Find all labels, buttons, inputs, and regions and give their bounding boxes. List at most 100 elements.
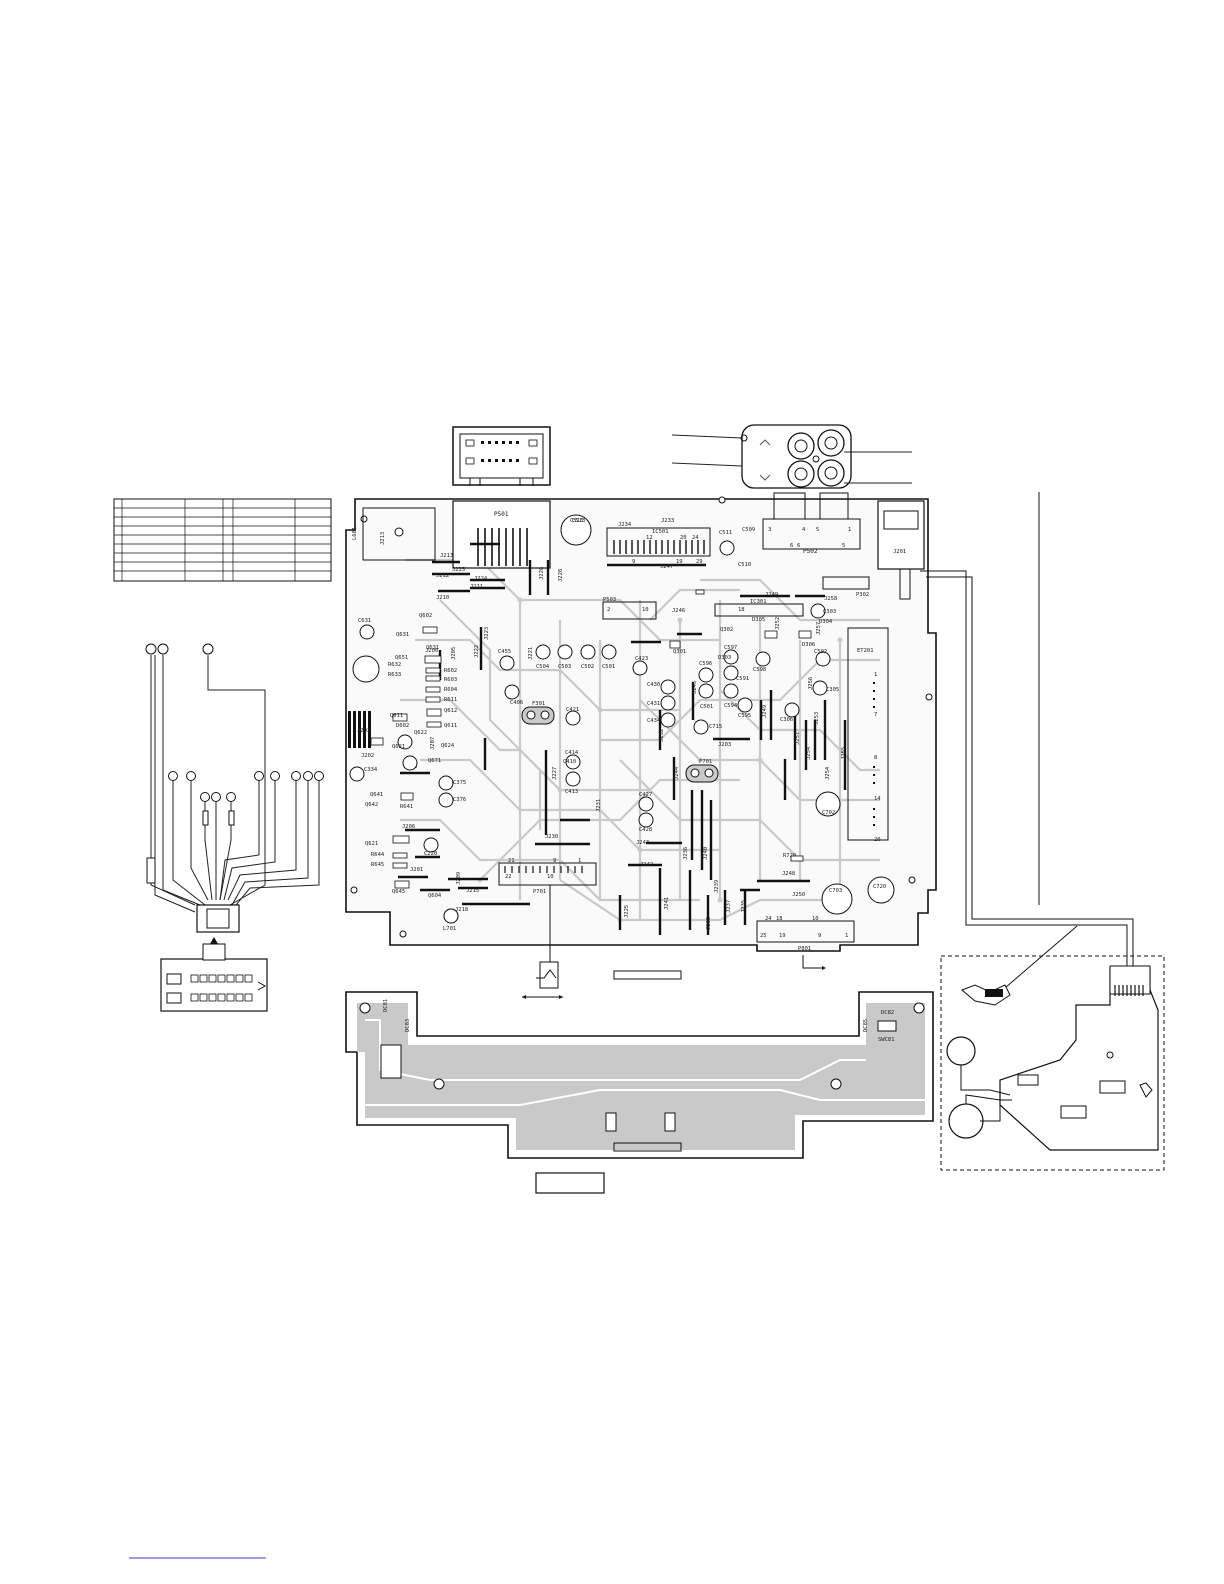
sub-pcb: DC82 SWC81 DC81 DC83 DC85 [345, 991, 934, 1159]
svg-text:J250: J250 [792, 892, 805, 898]
ic501-pin-12: 12 [646, 535, 653, 541]
svg-text:J253: J253 [814, 712, 820, 725]
svg-text:Q612: Q612 [444, 708, 457, 714]
et201-pin-7: 7 [874, 712, 877, 718]
ic501-pin-20: 20 [680, 535, 687, 541]
svg-text:Q624: Q624 [441, 743, 455, 749]
svg-text:C596: C596 [699, 661, 712, 667]
svg-text:J233: J233 [661, 518, 674, 524]
svg-text:J209: J209 [456, 872, 462, 885]
svg-text:J211: J211 [470, 584, 483, 590]
main-pcb: L601 J213 P501 C513 J234 J233 IC501 12 2… [345, 492, 937, 999]
p701-pin-1: 1 [578, 858, 581, 864]
svg-text:C501: C501 [700, 704, 713, 710]
svg-text:D306: D306 [802, 642, 815, 648]
svg-text:C513: C513 [570, 518, 583, 524]
svg-text:J213: J213 [440, 553, 453, 559]
svg-text:C220: C220 [424, 851, 437, 857]
wiring-harness [145, 643, 324, 1012]
svg-text:J223: J223 [484, 627, 490, 640]
svg-text:R604: R604 [444, 687, 458, 693]
svg-text:J235: J235 [741, 900, 747, 913]
svg-text:J239: J239 [714, 880, 720, 893]
svg-text:Q645: Q645 [392, 889, 405, 895]
svg-text:Q611: Q611 [444, 723, 457, 729]
svg-text:J200: J200 [425, 648, 438, 654]
title-box [535, 1172, 605, 1194]
svg-text:J257: J257 [816, 622, 822, 635]
p502-pin-1: 1 [848, 527, 851, 533]
svg-text:C594: C594 [724, 703, 738, 709]
p701-pin-22: 22 [505, 874, 512, 880]
p801-pin-9: 9 [818, 933, 821, 939]
svg-text:J202: J202 [361, 753, 374, 759]
svg-text:J240: J240 [703, 847, 709, 860]
p801-pin-10: 10 [812, 916, 819, 922]
svg-text:C428: C428 [639, 827, 652, 833]
svg-text:J234: J234 [618, 522, 632, 528]
ic501-label: IC501 [652, 529, 669, 535]
svg-text:C427: C427 [639, 792, 652, 798]
svg-text:J213: J213 [380, 532, 386, 545]
f301-label: F301 [532, 701, 545, 707]
p701-pin-9: 9 [553, 858, 556, 864]
svg-text:J203: J203 [718, 742, 731, 748]
svg-text:Q671: Q671 [428, 758, 441, 764]
svg-text:J254: J254 [825, 766, 831, 780]
remote-keypad [671, 424, 912, 489]
p502-pin-4: 4 [802, 527, 806, 533]
svg-text:C423: C423 [635, 656, 648, 662]
p801-pin-1: 1 [845, 933, 848, 939]
svg-text:Q611: Q611 [390, 713, 403, 719]
svg-text:C503: C503 [558, 664, 571, 670]
svg-text:C431: C431 [647, 701, 660, 707]
svg-text:C513: C513 [572, 518, 585, 524]
svg-text:C501: C501 [602, 664, 615, 670]
svg-text:C421: C421 [566, 707, 579, 713]
p801-pin-24: 24 [765, 916, 772, 922]
svg-text:C303: C303 [823, 609, 836, 615]
svg-text:J247: J247 [660, 564, 673, 570]
svg-text:D305: D305 [752, 617, 765, 623]
svg-text:J238: J238 [706, 917, 712, 930]
svg-text:J203: J203 [357, 728, 370, 734]
svg-text:J255: J255 [841, 747, 847, 760]
p501-label: P501 [494, 511, 509, 518]
svg-text:C511: C511 [719, 530, 732, 536]
svg-text:Q621: Q621 [392, 744, 405, 750]
svg-text:C592: C592 [814, 649, 827, 655]
svg-text:J224: J224 [474, 576, 488, 582]
p502-label: P502 [803, 548, 818, 555]
svg-text:C598: C598 [753, 667, 766, 673]
svg-text:D304: D304 [819, 619, 833, 625]
svg-text:J232: J232 [659, 729, 665, 742]
et201-pin-14: 14 [874, 796, 881, 802]
svg-text:C510: C510 [738, 562, 751, 568]
dc83-label: DC83 [405, 1019, 411, 1032]
svg-text:J207: J207 [430, 737, 436, 750]
j201-label: J201 [893, 549, 906, 555]
et201-pin-20: 20 [874, 837, 881, 843]
ic501-pin-24: 24 [692, 535, 699, 541]
p302-label: P302 [856, 592, 869, 598]
svg-text:C376: C376 [453, 797, 466, 803]
svg-text:C430: C430 [647, 682, 660, 688]
svg-text:J248: J248 [782, 871, 795, 877]
svg-text:R644: R644 [371, 852, 385, 858]
svg-text:C703: C703 [829, 888, 842, 894]
p701-pin-21: 21 [508, 858, 515, 864]
svg-text:J242: J242 [640, 862, 653, 868]
swc81-label: SWC81 [878, 1037, 895, 1043]
svg-text:J256: J256 [808, 677, 814, 690]
svg-text:C715: C715 [709, 724, 722, 730]
svg-text:D602: D602 [396, 723, 409, 729]
f701-label: F701 [699, 759, 712, 765]
svg-text:Q604: Q604 [428, 893, 442, 899]
svg-text:C720: C720 [873, 884, 886, 890]
svg-text:R611: R611 [444, 697, 457, 703]
svg-text:J228: J228 [558, 569, 564, 582]
svg-text:J201: J201 [410, 867, 423, 873]
svg-text:Q302: Q302 [720, 627, 733, 633]
svg-text:J243: J243 [636, 840, 649, 846]
